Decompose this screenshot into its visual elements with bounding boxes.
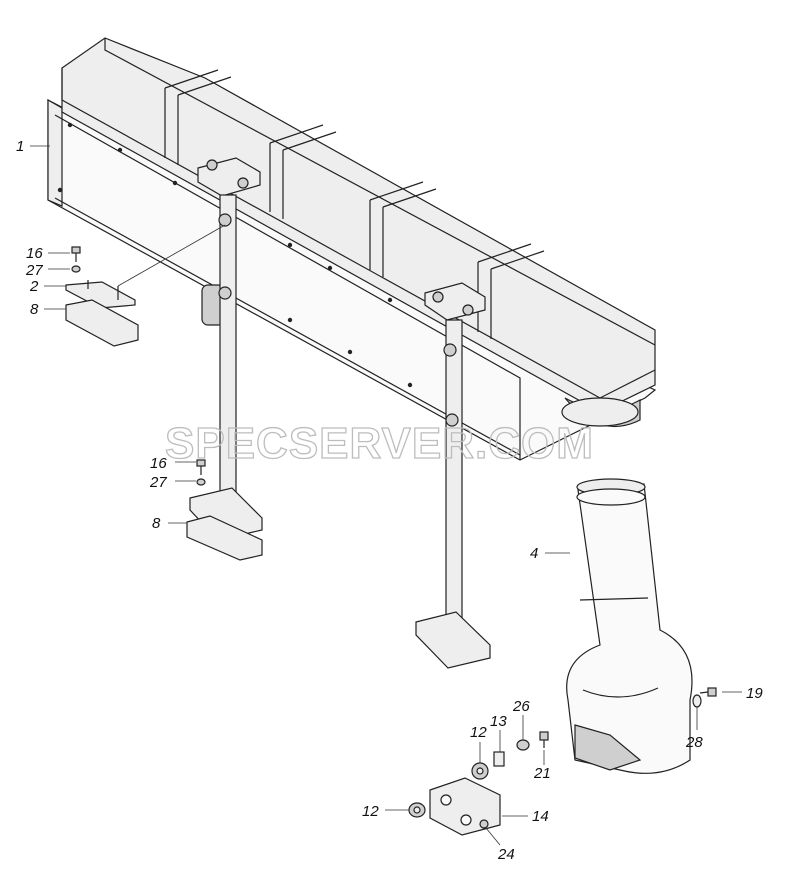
bushing-12-upper xyxy=(471,762,489,780)
callout-24: 24 xyxy=(497,846,515,863)
callout-27: 27 xyxy=(149,474,167,491)
callout-8: 8 xyxy=(152,515,161,532)
bolt-19 xyxy=(699,687,717,697)
callout-16: 16 xyxy=(26,245,43,262)
housing-rivets xyxy=(57,122,453,388)
bushing-12-lower xyxy=(408,802,426,818)
callout-26: 26 xyxy=(512,698,530,715)
intake-pipe xyxy=(566,478,693,774)
support-stand-right xyxy=(415,282,491,669)
callout-21: 21 xyxy=(533,765,551,782)
bolt-16-lower xyxy=(196,459,206,475)
washer-27-lower xyxy=(196,478,206,486)
callout-8: 8 xyxy=(30,301,39,318)
callout-14: 14 xyxy=(532,808,549,825)
spacer-13 xyxy=(493,751,505,767)
callout-16: 16 xyxy=(150,455,167,472)
nut-24 xyxy=(479,819,489,829)
callout-13: 13 xyxy=(490,713,507,730)
callout-27: 27 xyxy=(25,262,43,279)
watermark: SPECSERVER.COM xyxy=(165,419,594,468)
leader-lines xyxy=(30,145,742,846)
lid-segment-ribs xyxy=(164,69,545,339)
housing-end-face xyxy=(47,98,63,207)
washer-26 xyxy=(516,739,530,751)
bolt-21 xyxy=(539,731,549,748)
support-stand-left xyxy=(189,157,263,541)
plate-2 xyxy=(65,224,226,309)
housing-lid xyxy=(61,37,656,413)
pad-8-upper xyxy=(65,299,139,347)
callout-12: 12 xyxy=(362,803,379,820)
air-cleaner-housing xyxy=(47,37,657,461)
pipe-mount-bracket xyxy=(574,724,642,771)
bolt-16-upper xyxy=(71,246,81,262)
callout-28: 28 xyxy=(685,734,703,751)
pad-8-lower xyxy=(186,515,263,561)
callout-1: 1 xyxy=(16,138,24,155)
washer-28 xyxy=(692,694,702,708)
outlet-flange xyxy=(561,397,639,427)
washer-27-upper xyxy=(71,265,81,273)
callout-12: 12 xyxy=(470,724,487,741)
callout-labels: 1 16 27 2 8 16 27 8 4 19 28 26 13 12 21 … xyxy=(16,138,763,863)
callout-2: 2 xyxy=(29,278,39,295)
bracket-14 xyxy=(429,777,501,836)
callout-19: 19 xyxy=(746,685,763,702)
callout-4: 4 xyxy=(530,545,538,562)
